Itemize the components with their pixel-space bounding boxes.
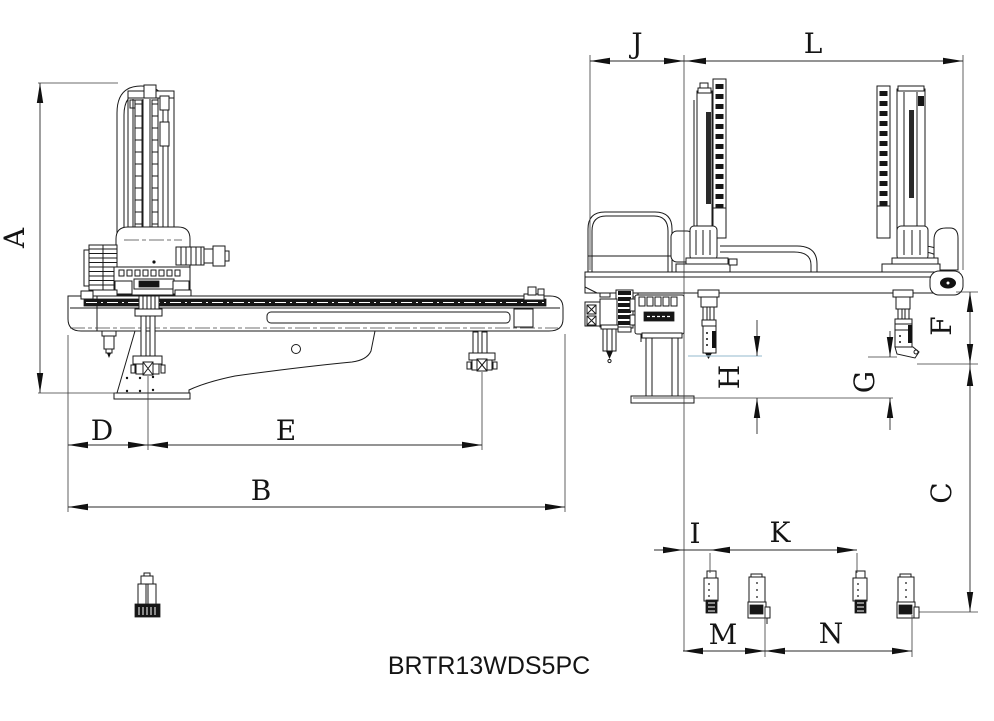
carriage-housing-front — [115, 226, 191, 272]
mounting-bracket-front — [113, 330, 376, 400]
right-arm-side — [892, 289, 920, 359]
vertical-arm-1-front — [130, 295, 166, 376]
right-tower-side — [876, 85, 959, 273]
detached-gripper-front — [134, 572, 161, 618]
valve-manifold-side — [615, 289, 685, 342]
dimension-D-E: D E — [67, 335, 483, 512]
traverse-motor-front — [83, 244, 118, 298]
dimension-H: H — [713, 320, 761, 434]
dimension-M-N: M N — [683, 607, 913, 657]
model-name-label: BRTR13WDS5PC — [388, 652, 590, 680]
gripper-3-side — [852, 570, 868, 614]
motor-cover-side — [587, 211, 673, 273]
dim-label-j: J — [628, 27, 642, 60]
dim-label-f: F — [925, 316, 958, 335]
dim-label-l: L — [804, 27, 823, 60]
dim-label-m: M — [709, 618, 738, 651]
dim-label-n: N — [819, 617, 844, 650]
dim-label-a: A — [0, 227, 31, 249]
gripper-4-side — [896, 573, 920, 619]
left-tower-side — [670, 78, 738, 273]
dimension-F: F — [917, 291, 978, 365]
traverse-beam-front — [67, 286, 564, 332]
air-filter-front — [101, 330, 117, 358]
dim-label-c: C — [925, 482, 958, 503]
dimension-G: G — [848, 331, 897, 430]
dim-label-g: G — [848, 371, 881, 393]
dimension-C: C — [917, 364, 978, 613]
traverse-beam-side — [584, 270, 964, 298]
dimension-B: B — [68, 334, 566, 512]
dim-label-i: I — [689, 517, 700, 550]
dim-label-h: H — [713, 365, 746, 389]
side-view-drawing: J L F C H — [584, 27, 978, 657]
vertical-arm-2-front — [466, 331, 498, 372]
dim-label-d: D — [91, 414, 113, 447]
gripper-1-side — [703, 570, 719, 614]
dim-label-b: B — [251, 474, 272, 507]
dimension-I-K: I K — [654, 516, 858, 573]
gripper-2-side — [747, 573, 771, 624]
dimension-A: A — [0, 82, 118, 394]
left-arm-side — [697, 289, 720, 359]
pedestal-side — [630, 332, 695, 404]
slide-assembly-front — [92, 266, 192, 299]
dimension-J-L: J L — [589, 27, 964, 651]
filter-regulator-side — [584, 298, 619, 364]
kick-motor-front — [175, 245, 230, 267]
front-view-drawing: A D E B — [0, 82, 566, 618]
dim-label-e: E — [276, 414, 296, 447]
vertical-mast-front — [127, 84, 175, 241]
dim-label-k: K — [770, 516, 792, 549]
